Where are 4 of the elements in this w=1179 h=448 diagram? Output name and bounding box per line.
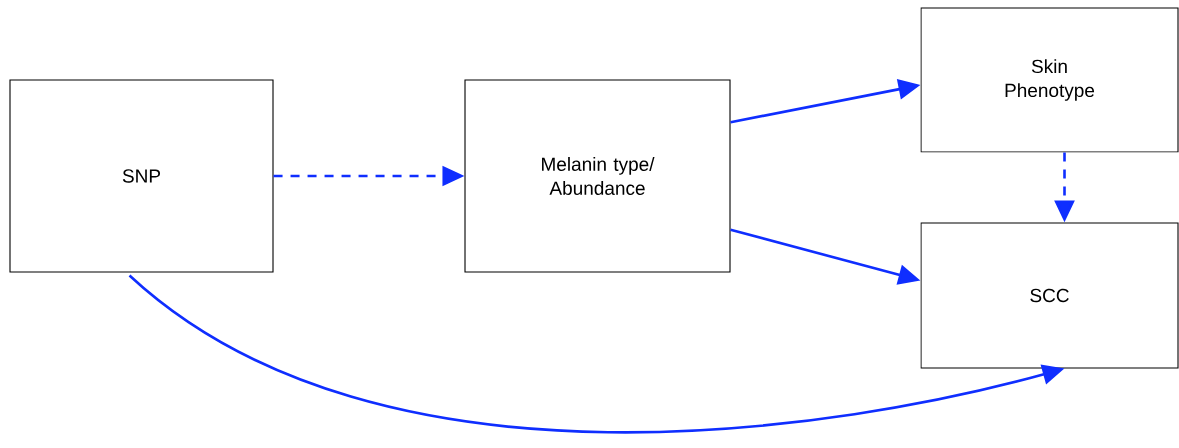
process-box: SCC <box>920 222 1179 369</box>
process-box: Melanin type/ Abundance <box>464 79 731 273</box>
process-box: SNP <box>9 79 274 273</box>
process-box: Skin Phenotype <box>920 7 1179 153</box>
